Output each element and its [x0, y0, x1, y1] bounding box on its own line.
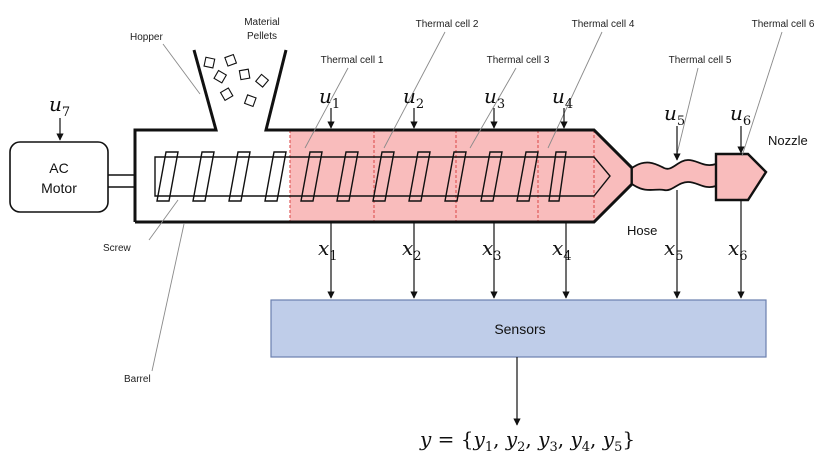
material-pellets-label-line2: Pellets: [247, 31, 277, 42]
leader-screw: [148, 199, 179, 241]
svg-text:u7: u7: [49, 92, 70, 120]
hose-label: Hose: [627, 223, 657, 238]
thermal-cell-1-label: Thermal cell 1: [321, 55, 384, 66]
screw-shaft: [154, 156, 611, 197]
thermal-cell-4-label: Thermal cell 4: [572, 19, 635, 30]
screw-flight: [192, 151, 215, 202]
output-equation: y = {y1, y2, y3, y4, y5}: [419, 427, 635, 455]
pellet: [213, 69, 228, 84]
state-x6: x6: [728, 200, 748, 299]
screw-flight: [372, 151, 395, 202]
nozzle-label: Nozzle: [768, 133, 808, 148]
svg-text:u2: u2: [403, 84, 424, 112]
sensors-box: [270, 299, 767, 358]
svg-text:u1: u1: [319, 84, 340, 112]
ac-motor-box: [9, 141, 109, 213]
pellet: [238, 68, 251, 81]
leader-thermal-cell-2: [383, 31, 446, 149]
leader-thermal-cell-6: [741, 31, 783, 157]
screw-flights: [156, 151, 567, 202]
input-u7: u7: [49, 92, 70, 141]
svg-text:x6: x6: [728, 236, 748, 264]
leader-thermal-cell-3: [469, 67, 517, 149]
input-u6: u6: [730, 101, 751, 154]
state-x5: x5: [664, 190, 684, 299]
state-x3: x3: [482, 222, 502, 299]
svg-text:u5: u5: [664, 101, 685, 129]
material-pellets: [203, 53, 270, 108]
state-x2: x2: [402, 222, 422, 299]
screw-flight: [336, 151, 359, 202]
leader-barrel: [151, 223, 185, 372]
thermal-cell-5-label: Thermal cell 5: [669, 55, 732, 66]
thermal-cell-2-label: Thermal cell 2: [416, 19, 479, 30]
input-u4: u4: [552, 84, 573, 129]
svg-text:u6: u6: [730, 101, 751, 129]
pellet: [243, 94, 257, 108]
material-pellets-label-line1: Material: [244, 17, 280, 28]
nozzle: [714, 152, 768, 202]
ac-motor-label-line2: Motor: [41, 180, 77, 196]
pellet: [224, 53, 238, 67]
screw-flight: [516, 151, 539, 202]
leader-thermal-cell-1: [304, 67, 349, 149]
screw-flight: [444, 151, 467, 202]
screw-flight: [228, 151, 251, 202]
input-u3: u3: [484, 84, 505, 129]
barrel-label: Barrel: [124, 374, 151, 385]
leader-thermal-cell-5: [675, 67, 699, 159]
screw-flight: [156, 151, 179, 202]
hose: [631, 159, 717, 192]
state-x4: x4: [552, 222, 572, 299]
svg-text:x3: x3: [482, 236, 502, 264]
screw-flight: [300, 151, 323, 202]
screw-flight: [264, 151, 287, 202]
ac-motor-label-line1: AC: [49, 160, 68, 176]
svg-text:x2: x2: [402, 236, 422, 264]
svg-text:u4: u4: [552, 84, 573, 112]
svg-text:x4: x4: [552, 236, 572, 264]
input-u5: u5: [664, 101, 685, 161]
state-x1: x1: [318, 222, 338, 299]
screw-flight: [548, 151, 567, 202]
hopper-label: Hopper: [130, 32, 163, 43]
screw-flight: [480, 151, 503, 202]
leader-lines: [148, 31, 783, 372]
svg-text:u3: u3: [484, 84, 505, 112]
thermal-cell-6-label: Thermal cell 6: [752, 19, 815, 30]
pellet: [254, 73, 270, 88]
leader-thermal-cell-4: [547, 31, 603, 149]
motor-shaft: [108, 174, 135, 188]
svg-text:x5: x5: [664, 236, 684, 264]
pellet: [203, 56, 216, 69]
screw-flight: [408, 151, 431, 202]
input-u2: u2: [403, 84, 424, 129]
svg-text:x1: x1: [318, 236, 338, 264]
screw-label: Screw: [103, 243, 132, 254]
sensors-label: Sensors: [494, 321, 545, 337]
leader-hopper: [162, 43, 201, 95]
thermal-cell-3-label: Thermal cell 3: [487, 55, 550, 66]
input-u1: u1: [319, 84, 340, 129]
pellet: [219, 87, 234, 102]
